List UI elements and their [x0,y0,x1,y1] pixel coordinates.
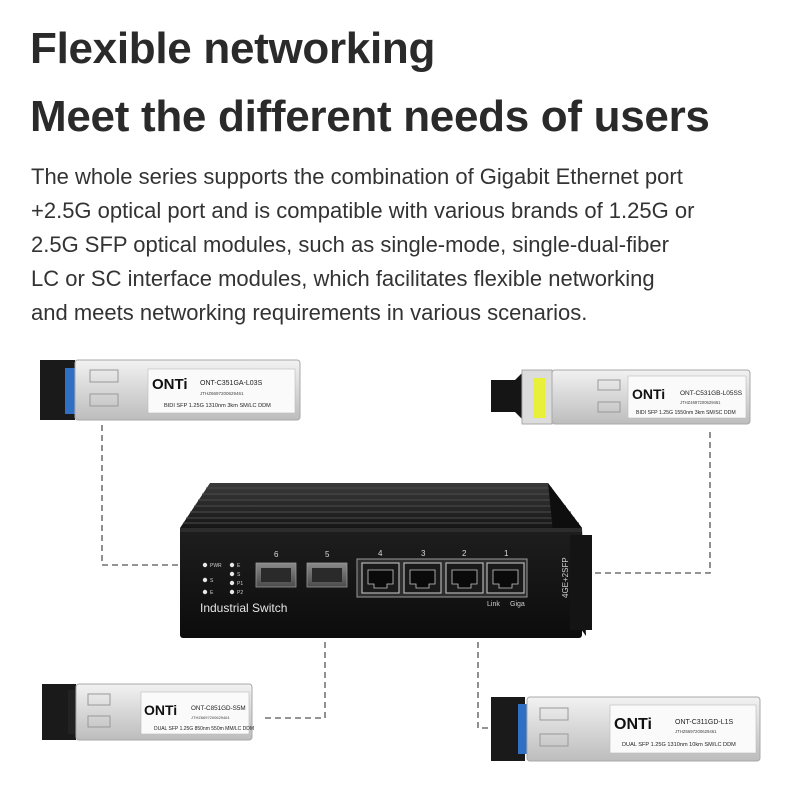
rj45-legend-link: Link [487,601,500,608]
module-serial: JTHZ6697200629461 [675,729,717,734]
module-brand: ONTi [614,716,652,733]
port-number: 6 [274,550,279,559]
connection-line-top-right [590,432,711,574]
port-number: 1 [504,549,509,558]
rj45-port-2[interactable] [445,562,484,594]
led-label: E [237,563,241,569]
module-serial: JTHZ4697200629461 [680,400,721,405]
rj45-port-4[interactable] [361,562,400,594]
headline-line-1: Flexible networking [30,24,436,73]
led-label: P2 [237,590,243,596]
module-brand: ONTi [144,702,177,718]
switch-label: Industrial Switch [200,601,287,615]
module-serial: JTHZ6697200629461 [200,391,244,396]
description-line: and meets networking requirements in var… [31,300,588,325]
module-part-number: ONT-C351GA-L03S [200,380,263,387]
module-spec: DUAL SFP 1.25G 1310nm 10km SM/LC DDM [622,742,736,748]
status-leds [202,562,235,595]
industrial-switch: PWR S E E S P1 P2 6 5 4 3 2 1 [180,483,592,638]
module-part-number: ONT-C311GD-L1S [675,719,734,726]
port-number: 5 [325,550,330,559]
led-label: E [210,590,214,596]
headline-line-2: Meet the different needs of users [30,92,710,141]
rj45-legend-giga: Giga [510,601,525,608]
sfp-module-1: ONTi ONT-C351GA-L03S JTHZ6697200629461 B… [40,359,301,421]
led-label: S [210,578,214,584]
led-label: PWR [210,563,222,569]
description-line: LC or SC interface modules, which facili… [31,266,655,291]
sfp-module-2: ONTi ONT-C531GB-L05SS JTHZ4697200629461 … [491,369,751,425]
module-spec: BIDI SFP 1.25G 1310nm 3km SM/LC DDM [164,403,271,409]
switch-model: 4GE+2SFP [561,557,570,598]
rj45-port-3[interactable] [403,562,442,594]
connection-line-bottom-left [262,642,326,719]
led-label: S [237,572,241,578]
sfp-port-5[interactable] [306,562,348,588]
connection-line-bottom-right [477,642,490,729]
module-latch [533,378,545,418]
port-number: 3 [421,549,426,558]
module-serial: JTHZ6697200629461 [191,715,230,720]
connection-lines [101,425,711,729]
description-line: The whole series supports the combinatio… [31,164,683,189]
description-line: 2.5G SFP optical modules, such as single… [31,232,669,257]
module-spec: BIDI SFP 1.25G 1550nm 3km SM/SC DDM [636,410,736,416]
description-line: +2.5G optical port and is compatible wit… [31,198,695,223]
connection-line-top-left [101,425,180,566]
module-part-number: ONT-C851GD-S5M [191,705,246,712]
module-brand: ONTi [632,386,665,402]
led-label: P1 [237,581,243,587]
sfp-module-4: ONTi ONT-C311GD-L1S JTHZ6697200629461 DU… [491,696,761,762]
sfp-module-3: ONTi ONT-C851GD-S5M JTHZ6697200629461 DU… [42,683,254,741]
module-part-number: ONT-C531GB-L05SS [680,390,743,397]
sfp-port-6[interactable] [255,562,297,588]
port-number: 4 [378,549,383,558]
module-brand: ONTi [152,376,188,393]
rj45-port-1[interactable] [486,562,525,594]
description-paragraph: The whole series supports the combinatio… [31,160,776,330]
port-number: 2 [462,549,467,558]
module-spec: DUAL SFP 1.25G 850nm 550m MM/LC DDM [154,726,254,732]
